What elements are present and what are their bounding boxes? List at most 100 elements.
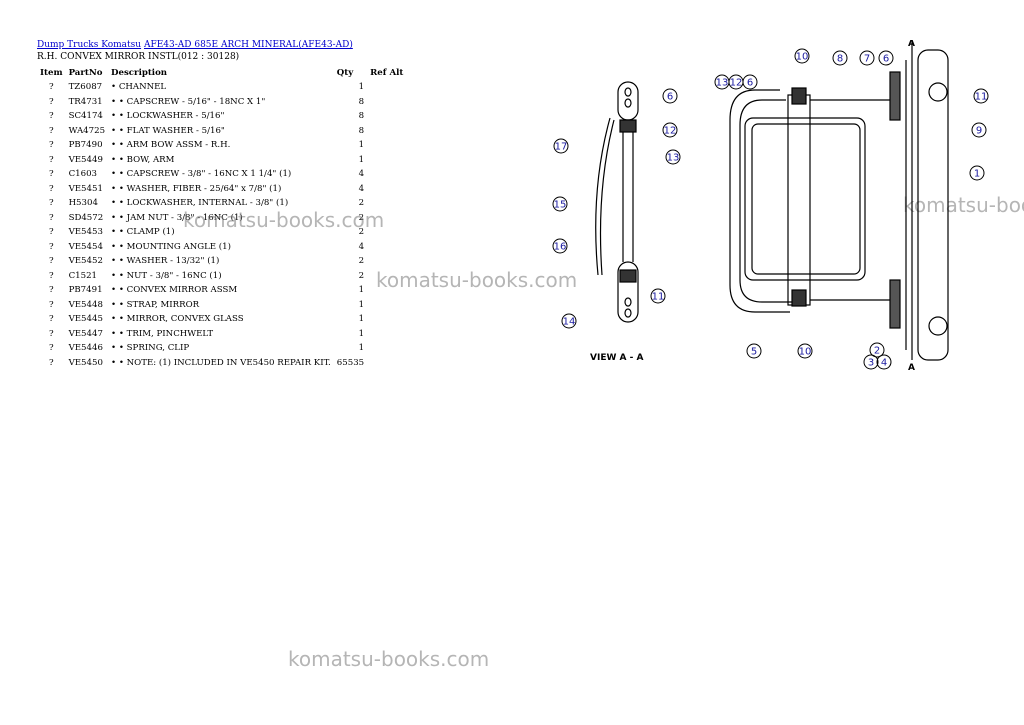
callout-number: 8 bbox=[837, 54, 843, 65]
cell-partno: VE5448 bbox=[68, 299, 103, 310]
cell-qty: 8 bbox=[358, 125, 365, 136]
cell-ref-alt bbox=[367, 153, 406, 168]
callout-circle bbox=[863, 354, 879, 370]
cell-description: • • FLAT WASHER - 5/16" bbox=[111, 125, 225, 136]
table-row: ?H5304• • LOCKWASHER, INTERNAL - 3/8" (1… bbox=[37, 196, 406, 211]
table-row: ?VE5452• • WASHER - 13/32" (1)2 bbox=[37, 254, 406, 269]
cell-item: ? bbox=[48, 357, 54, 368]
cell-ref-alt bbox=[367, 356, 406, 371]
cell-partno: SD4572 bbox=[68, 212, 104, 223]
cell-description: • • JAM NUT - 3/8" - 16NC (1) bbox=[111, 212, 243, 223]
cell-partno: VE5450 bbox=[68, 357, 103, 368]
cell-item: ? bbox=[48, 212, 54, 223]
cell-partno: VE5451 bbox=[68, 183, 103, 194]
cell-item: ? bbox=[48, 299, 54, 310]
cell-ref-alt bbox=[367, 95, 406, 110]
table-row: ?VE5453• • CLAMP (1)2 bbox=[37, 225, 406, 240]
cell-ref-alt bbox=[367, 124, 406, 139]
breadcrumb: Dump Trucks Komatsu AFE43-AD 685E ARCH M… bbox=[37, 40, 353, 50]
cell-partno: VE5453 bbox=[68, 227, 103, 238]
callout-number: 13 bbox=[667, 153, 680, 164]
cell-partno: VE5454 bbox=[68, 241, 103, 252]
watermark: komatsu-books.com bbox=[903, 193, 1024, 217]
cell-item: ? bbox=[48, 241, 54, 252]
cell-partno: VE5446 bbox=[68, 343, 103, 354]
cell-qty: 1 bbox=[358, 299, 365, 310]
callout-number: 6 bbox=[883, 54, 889, 65]
callout-number: 12 bbox=[730, 78, 743, 89]
table-row: ?C1603• • CAPSCREW - 3/8" - 16NC X 1 1/4… bbox=[37, 167, 406, 182]
cell-description: • • STRAP, MIRROR bbox=[111, 299, 200, 310]
callout-number: 5 bbox=[751, 347, 757, 358]
cell-ref-alt bbox=[367, 80, 406, 95]
cell-description: • • LOCKWASHER, INTERNAL - 3/8" (1) bbox=[111, 198, 289, 209]
cell-qty: 2 bbox=[358, 256, 365, 267]
parts-table: Item PartNo Description Qty Ref Alt ?TZ6… bbox=[37, 66, 406, 370]
cell-partno: SC4174 bbox=[68, 111, 103, 122]
cell-ref-alt bbox=[367, 138, 406, 153]
callout-circle bbox=[969, 165, 985, 181]
breadcrumb-link-category[interactable]: Dump Trucks Komatsu bbox=[37, 40, 142, 50]
watermark: komatsu-books.com bbox=[183, 208, 385, 232]
cell-ref-alt bbox=[367, 298, 406, 313]
breadcrumb-link-model[interactable]: AFE43-AD 685E ARCH MINERAL(AFE43-AD) bbox=[143, 40, 353, 50]
mirror-frame-outer bbox=[729, 89, 790, 313]
cell-qty: 2 bbox=[358, 198, 365, 209]
cell-qty: 1 bbox=[358, 140, 365, 151]
cell-description: • CHANNEL bbox=[111, 82, 167, 93]
watermark: komatsu-books.com bbox=[376, 268, 578, 292]
cell-qty: 1 bbox=[358, 154, 365, 165]
cell-ref-alt bbox=[367, 341, 406, 356]
cell-qty: 1 bbox=[358, 328, 365, 339]
cell-partno: C1603 bbox=[68, 169, 98, 180]
cell-partno: PB7490 bbox=[68, 140, 103, 151]
cell-ref-alt bbox=[367, 240, 406, 255]
cell-item: ? bbox=[48, 183, 54, 194]
cell-description: • • SPRING, CLIP bbox=[111, 343, 190, 354]
table-row: ?SD4572• • JAM NUT - 3/8" - 16NC (1)2 bbox=[37, 211, 406, 226]
cell-description: • • MOUNTING ANGLE (1) bbox=[111, 241, 231, 252]
table-row: ? VE5448 • • STRAP, MIRROR 1 bbox=[37, 298, 406, 313]
cell-qty: 4 bbox=[358, 183, 365, 194]
cell-partno: WA4725 bbox=[68, 125, 106, 136]
callout-number: 10 bbox=[796, 52, 809, 63]
cell-description: • • CAPSCREW - 5/16" - 18NC X 1" bbox=[111, 96, 266, 107]
cell-qty: 8 bbox=[358, 96, 365, 107]
callout-circle bbox=[552, 196, 568, 212]
cell-description: • • MIRROR, CONVEX GLASS bbox=[111, 314, 244, 325]
table-row: ?SC4174• • LOCKWASHER - 5/16"8 bbox=[37, 109, 406, 124]
page-subtitle: R.H. CONVEX MIRROR INSTL(012 : 30128) bbox=[37, 52, 240, 62]
cell-description: • • BOW, ARM bbox=[111, 154, 175, 165]
cell-partno: H5304 bbox=[68, 198, 98, 209]
callout-number: 12 bbox=[664, 126, 677, 137]
cell-qty: 8 bbox=[358, 111, 365, 122]
callout-circle bbox=[869, 342, 885, 358]
table-row: ?PB7490• • ARM BOW ASSM - R.H.1 bbox=[37, 138, 406, 153]
header-ref-alt: Ref Alt bbox=[370, 68, 404, 78]
callout-circle bbox=[973, 88, 989, 104]
table-row: ?VE5450• • NOTE: (1) INCLUDED IN VE5450 … bbox=[37, 356, 406, 371]
callout-circle bbox=[552, 238, 568, 254]
callout-circle bbox=[561, 313, 577, 329]
cell-partno: TZ6087 bbox=[68, 82, 103, 93]
callout-circle bbox=[797, 343, 813, 359]
callout-number: 16 bbox=[554, 242, 567, 253]
callout-number: 6 bbox=[667, 92, 673, 103]
callout-number: 4 bbox=[881, 358, 887, 369]
cell-description: • • ARM BOW ASSM - R.H. bbox=[111, 140, 231, 151]
mirror-glass bbox=[744, 117, 866, 281]
callout-circle bbox=[794, 48, 810, 64]
cell-qty: 1 bbox=[358, 82, 365, 93]
callout-number: 6 bbox=[747, 78, 753, 89]
callout-number: 7 bbox=[864, 54, 870, 65]
cell-qty: 65535 bbox=[336, 357, 365, 368]
cell-item: ? bbox=[48, 270, 54, 281]
callout-circle bbox=[662, 122, 678, 138]
callout-number: 1 bbox=[974, 169, 980, 180]
callout-circle bbox=[971, 122, 987, 138]
